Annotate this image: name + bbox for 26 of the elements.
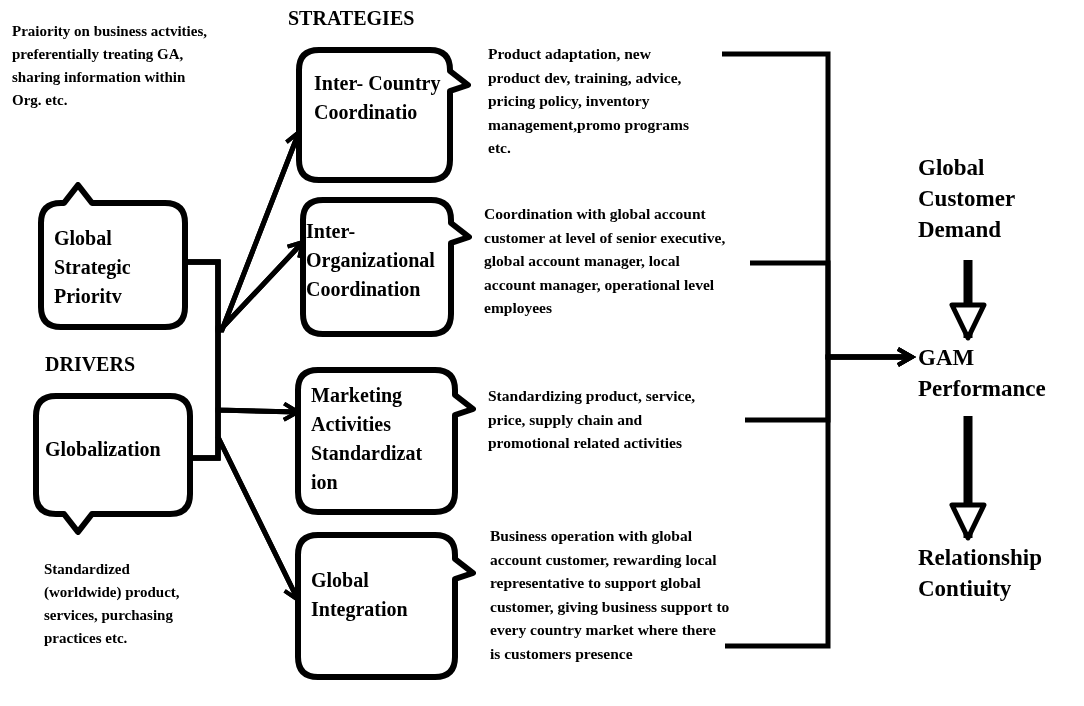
outcome-label: Relationship Contiuity xyxy=(918,542,1078,608)
node-label: Inter- Country Coordinatio xyxy=(314,71,442,125)
description-text: Standardizing product, service, price, supply chain and promotional related activities xyxy=(488,384,724,480)
description-text: Business operation with global account customer, rewarding local representative to support global customer, giving business support to every country market where there is customers presence xyxy=(490,524,730,706)
speech-bubble xyxy=(33,393,193,535)
speech-bubble xyxy=(296,47,471,183)
node-label: Globalization xyxy=(45,437,162,462)
speech-bubble xyxy=(300,197,472,337)
description-text: Product adaptation, new product dev, training, advice, pricing policy, inventory management,promo programs etc. xyxy=(488,42,698,182)
node-label: Marketing Activities Standardizat ion xyxy=(311,383,424,495)
section-heading: DRIVERS xyxy=(45,352,136,376)
node-label: Global Integration xyxy=(311,568,409,623)
arrow xyxy=(725,347,914,649)
node-label: Global Strategic Prioritv xyxy=(54,226,132,309)
callout-text: Praiority on business actvities, preferentially treating GA, sharing information within Org. etc. xyxy=(12,22,208,110)
description-text: Coordination with global account customer at level of senior executive, global account manager, local account manager, operational level employees xyxy=(484,202,730,342)
node-label: Inter- Organizational Coordination xyxy=(306,219,436,302)
section-heading: STRATEGIES xyxy=(288,6,415,30)
callout-text: Standardized (worldwide) product, services, purchasing practices etc. xyxy=(44,560,181,648)
speech-bubble xyxy=(38,182,188,330)
arrow xyxy=(949,260,987,341)
speech-bubble xyxy=(295,532,476,680)
outcome-label: GAM Performance xyxy=(918,342,1083,408)
outcome-label: Global Customer Demand xyxy=(918,152,1058,252)
arrow xyxy=(949,416,987,541)
speech-bubble xyxy=(295,367,476,515)
